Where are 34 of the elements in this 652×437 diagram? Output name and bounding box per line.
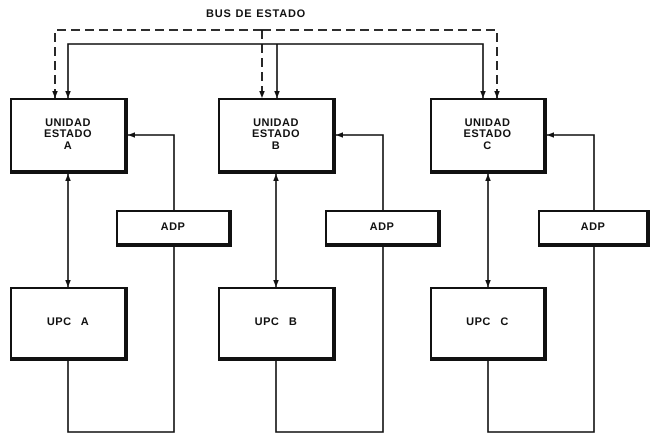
- arrow: [259, 30, 265, 98]
- block-box: [430, 287, 547, 361]
- block-box: [325, 210, 441, 247]
- block-box: [116, 210, 232, 247]
- block-box: [430, 98, 547, 174]
- block-label: UPC C: [466, 317, 509, 329]
- block-label: UNIDAD ESTADO C: [462, 118, 513, 152]
- block-label: ADP: [160, 222, 186, 234]
- block-label: UPC B: [254, 317, 298, 329]
- block-box: [10, 287, 128, 361]
- arrow: [65, 174, 71, 287]
- block-label: UNIDAD ESTADO A: [42, 118, 94, 152]
- arrow: [273, 174, 279, 287]
- arrow: [128, 132, 175, 210]
- block-box: [10, 98, 128, 174]
- connector-line: [487, 247, 595, 433]
- block-label: ADP: [580, 222, 606, 234]
- arrow: [65, 43, 277, 98]
- block-label: UNIDAD ESTADO B: [250, 118, 302, 152]
- arrow: [485, 174, 491, 287]
- arrow: [262, 29, 500, 98]
- arrow: [336, 132, 384, 210]
- bus-label: BUS DE ESTADO: [206, 8, 306, 20]
- arrow: [52, 29, 262, 98]
- block-label: ADP: [370, 222, 394, 234]
- block-box: [538, 210, 650, 247]
- connector-line: [275, 247, 384, 433]
- block-box: [218, 98, 336, 174]
- arrow: [547, 132, 595, 210]
- arrow: [277, 43, 486, 98]
- block-box: [218, 287, 336, 361]
- arrow: [274, 44, 280, 98]
- connector-line: [67, 247, 175, 433]
- block-label: UPC A: [46, 317, 90, 329]
